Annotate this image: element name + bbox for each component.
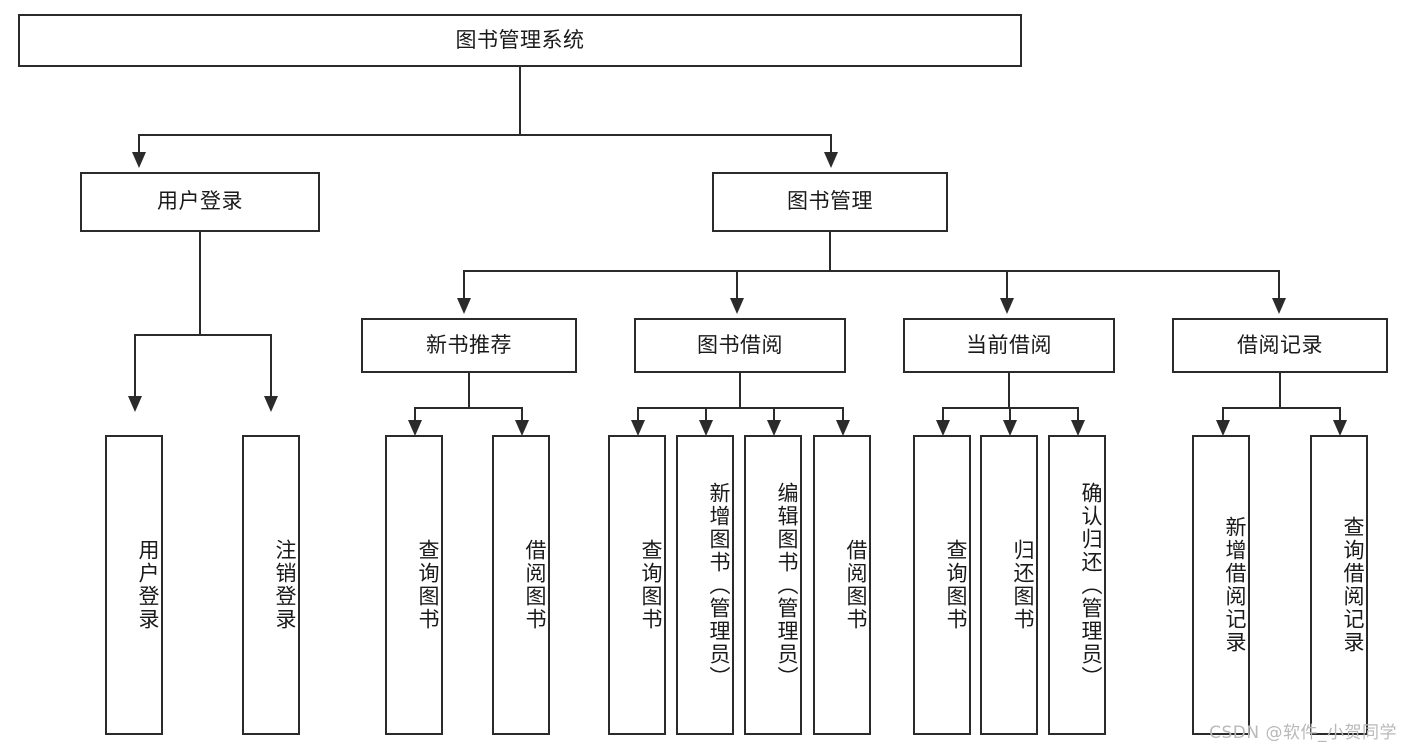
node-label: 图书借阅	[697, 332, 783, 357]
arrow-user-login-leaf-2	[264, 396, 278, 412]
node-label: 用户登录	[136, 539, 160, 631]
leaf-query-book-borrow[interactable]: 查询图书	[608, 435, 666, 735]
edge-user-login-stem	[199, 232, 201, 336]
edge-root-to-user-login	[138, 134, 140, 156]
node-root-book-management-system[interactable]: 图书管理系统	[18, 14, 1022, 67]
leaf-borrow-book-recommend[interactable]: 借阅图书	[492, 435, 550, 735]
edge-new-book-stem	[468, 373, 470, 409]
edge-current-borrow-drop-2	[1009, 407, 1011, 425]
node-label: 借阅图书	[523, 539, 547, 631]
arrow-new-book-leaf-1	[408, 420, 422, 436]
arrow-book-mgmt-to-borrow	[730, 298, 744, 314]
edge-book-borrow-stem	[739, 373, 741, 409]
arrow-book-borrow-leaf-4	[836, 420, 850, 436]
node-label: 用户登录	[157, 189, 243, 214]
edge-user-login-bus	[134, 334, 271, 336]
edge-user-login-drop-2	[270, 334, 272, 400]
edge-current-borrow-drop-3	[1077, 407, 1079, 425]
arrow-root-to-book-mgmt	[824, 152, 838, 168]
node-label: 新增借阅记录	[1223, 516, 1247, 654]
edge-borrow-record-stem	[1279, 373, 1281, 409]
leaf-query-book-current[interactable]: 查询图书	[913, 435, 971, 735]
arrow-current-borrow-leaf-3	[1071, 420, 1085, 436]
arrow-book-mgmt-to-record	[1272, 298, 1286, 314]
edge-book-mgmt-stem	[829, 232, 831, 272]
edge-borrow-record-drop-1	[1222, 407, 1224, 425]
arrow-current-borrow-leaf-1	[936, 420, 950, 436]
node-label: 注销登录	[273, 539, 297, 631]
node-label: 图书管理	[787, 189, 873, 214]
arrow-book-borrow-leaf-2	[699, 420, 713, 436]
edge-current-borrow-stem	[1008, 373, 1010, 409]
arrow-root-to-user-login	[132, 152, 146, 168]
edge-new-book-bus	[414, 407, 522, 409]
leaf-user-login[interactable]: 用户登录	[105, 435, 163, 735]
edge-book-borrow-drop-3	[773, 407, 775, 425]
edge-borrow-record-drop-2	[1339, 407, 1341, 425]
arrow-new-book-leaf-2	[515, 420, 529, 436]
node-label: 归还图书	[1011, 539, 1035, 631]
node-label: 借阅图书	[844, 539, 868, 631]
leaf-logout[interactable]: 注销登录	[242, 435, 300, 735]
leaf-query-book-recommend[interactable]: 查询图书	[385, 435, 443, 735]
edge-book-borrow-drop-4	[842, 407, 844, 425]
leaf-edit-book-admin[interactable]: 编辑图书（管理员）	[744, 435, 802, 735]
leaf-add-borrow-record[interactable]: 新增借阅记录	[1192, 435, 1250, 735]
edge-book-mgmt-drop-1	[463, 270, 465, 302]
edge-book-borrow-drop-1	[637, 407, 639, 425]
edge-root-stem	[519, 67, 521, 135]
edge-book-mgmt-drop-3	[1006, 270, 1008, 302]
leaf-query-borrow-record[interactable]: 查询借阅记录	[1310, 435, 1368, 735]
edge-user-login-drop-1	[134, 334, 136, 400]
arrow-book-mgmt-to-current	[1000, 298, 1014, 314]
csdn-watermark: CSDN @软件_小贺同学	[1209, 723, 1397, 743]
edge-book-mgmt-drop-2	[736, 270, 738, 302]
leaf-confirm-return-admin[interactable]: 确认归还（管理员）	[1048, 435, 1106, 735]
edge-borrow-record-bus	[1222, 407, 1340, 409]
node-label: 查询图书	[944, 539, 968, 631]
node-new-book-recommend[interactable]: 新书推荐	[361, 318, 577, 373]
node-label: 查询借阅记录	[1341, 516, 1365, 654]
node-user-login[interactable]: 用户登录	[80, 172, 320, 232]
node-label: 新书推荐	[426, 332, 512, 357]
edge-new-book-drop-2	[521, 407, 523, 425]
edge-root-bus	[138, 134, 832, 136]
arrow-borrow-record-leaf-2	[1333, 420, 1347, 436]
leaf-borrow-book[interactable]: 借阅图书	[813, 435, 871, 735]
arrow-user-login-leaf-1	[128, 396, 142, 412]
node-borrow-record[interactable]: 借阅记录	[1172, 318, 1388, 373]
node-book-borrow[interactable]: 图书借阅	[634, 318, 846, 373]
node-label: 编辑图书（管理员）	[775, 481, 799, 689]
node-label: 图书管理系统	[455, 27, 585, 52]
arrow-current-borrow-leaf-2	[1003, 420, 1017, 436]
arrow-book-mgmt-to-new-book	[457, 298, 471, 314]
leaf-return-book[interactable]: 归还图书	[980, 435, 1038, 735]
edge-current-borrow-drop-1	[942, 407, 944, 425]
edge-book-borrow-drop-2	[705, 407, 707, 425]
node-label: 当前借阅	[966, 332, 1052, 357]
arrow-borrow-record-leaf-1	[1216, 420, 1230, 436]
edge-book-mgmt-drop-4	[1278, 270, 1280, 302]
edge-book-borrow-bus	[637, 407, 843, 409]
node-label: 查询图书	[639, 539, 663, 631]
edge-new-book-drop-1	[414, 407, 416, 425]
node-label: 查询图书	[416, 539, 440, 631]
leaf-add-book-admin[interactable]: 新增图书（管理员）	[676, 435, 734, 735]
arrow-book-borrow-leaf-1	[631, 420, 645, 436]
edge-book-mgmt-bus	[463, 270, 1280, 272]
node-book-management[interactable]: 图书管理	[712, 172, 948, 232]
node-current-borrow[interactable]: 当前借阅	[903, 318, 1115, 373]
arrow-book-borrow-leaf-3	[767, 420, 781, 436]
edge-root-to-book-mgmt	[830, 134, 832, 156]
node-label: 确认归还（管理员）	[1079, 481, 1103, 689]
node-label: 新增图书（管理员）	[707, 481, 731, 689]
node-label: 借阅记录	[1237, 332, 1323, 357]
